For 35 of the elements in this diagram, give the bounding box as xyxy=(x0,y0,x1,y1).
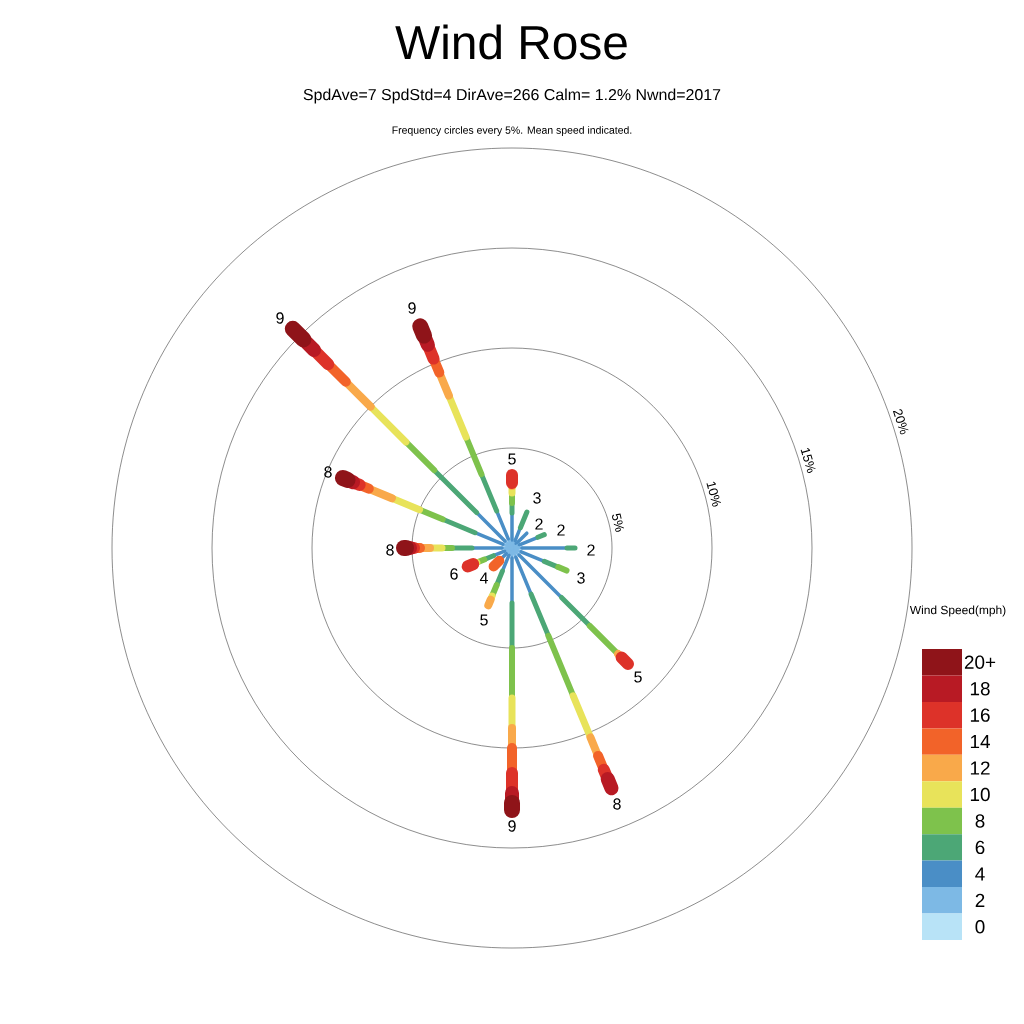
legend-label: 8 xyxy=(975,814,985,828)
speed-label: 9 xyxy=(508,820,516,832)
legend-label: 10 xyxy=(970,787,990,802)
legend-label: 0 xyxy=(975,920,985,934)
speed-label: 4 xyxy=(479,572,488,584)
legend-label: 6 xyxy=(975,840,985,855)
legend-label: 4 xyxy=(975,867,985,881)
percent-label: 10% xyxy=(706,481,721,507)
speed-label: 2 xyxy=(587,544,595,556)
speed-label: 9 xyxy=(408,302,416,314)
percent-label: 20% xyxy=(892,409,909,435)
speed-label: 6 xyxy=(450,568,458,580)
speed-label: 8 xyxy=(613,798,621,810)
legend-label: 18 xyxy=(970,682,990,696)
percent-label: 5% xyxy=(612,513,624,532)
legend-label: 20+ xyxy=(964,655,996,669)
speed-label: 8 xyxy=(324,466,332,478)
speed-label: 5 xyxy=(480,614,488,626)
speed-label: 5 xyxy=(634,671,642,683)
statistics-line: SpdAve=7 SpdStd=4 DirAve=266 Calm= 1.2% Nwnd=2017 xyxy=(303,88,721,104)
legend-label: 2 xyxy=(975,893,985,907)
speed-label: 5 xyxy=(508,453,516,465)
speed-label: 3 xyxy=(533,492,541,504)
legend-label: 16 xyxy=(970,708,990,722)
speed-label: 2 xyxy=(535,518,543,530)
speed-label: 2 xyxy=(557,524,565,536)
title: Wind Rose xyxy=(395,24,627,60)
legend-label: 12 xyxy=(970,761,990,775)
speed-label: 9 xyxy=(276,312,284,324)
legend-title: Wind Speed(mph) xyxy=(909,605,1006,617)
speed-label: 8 xyxy=(386,544,394,556)
percent-label: 15% xyxy=(800,448,816,473)
legend-label: 14 xyxy=(970,735,990,749)
note: Frequency circles every 5%. Mean speed indicated. xyxy=(392,126,632,136)
speed-label: 3 xyxy=(577,572,585,584)
